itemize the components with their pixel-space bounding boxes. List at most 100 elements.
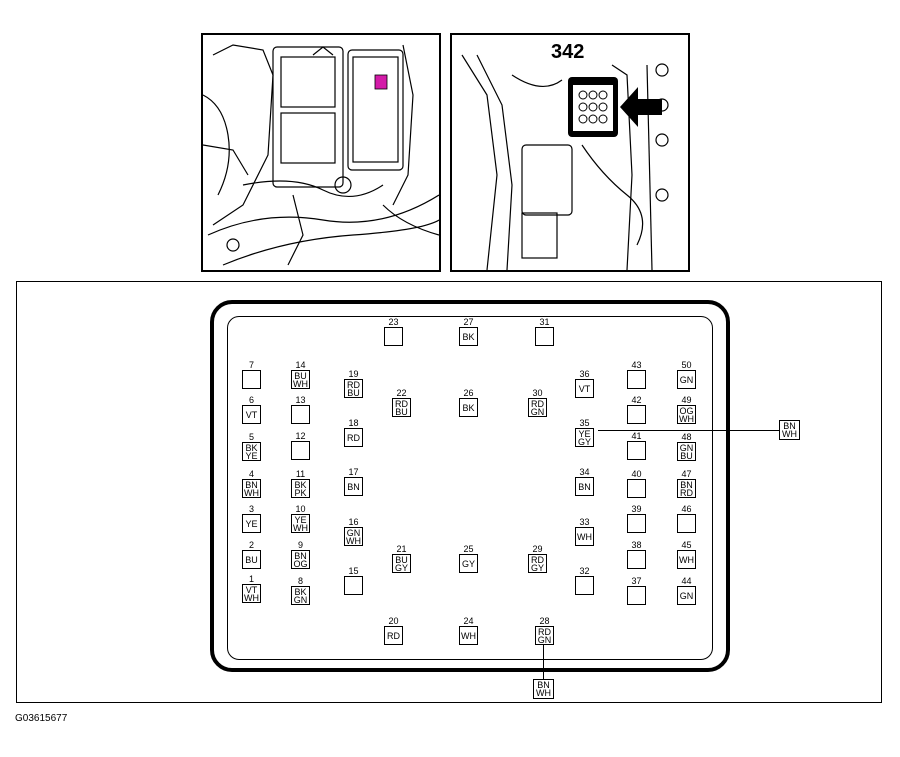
pin-number: 21 <box>396 544 407 554</box>
wire-color-code: GN <box>537 634 552 645</box>
pin-cavity: GN <box>677 370 696 389</box>
pin-number: 8 <box>297 576 303 586</box>
pin-cavity <box>627 586 646 605</box>
pin-number: 13 <box>295 395 306 405</box>
connector-housing <box>210 300 730 672</box>
wire-color-code: BU <box>294 370 307 381</box>
wire-color-code: VT <box>578 383 591 394</box>
pin-number: 11 <box>295 469 306 479</box>
pin-number: 10 <box>295 504 306 514</box>
wire-color-code: GY <box>577 436 591 447</box>
engine-compartment-illustration <box>203 44 439 266</box>
wire-color-code: WH <box>293 378 308 389</box>
pin-number: 28 <box>539 616 550 626</box>
wire-color-code: VT <box>245 409 258 420</box>
pin-cavity <box>627 370 646 389</box>
pin-cavity: BK <box>459 398 478 417</box>
pin-number: 50 <box>681 360 692 370</box>
wire-color-code: RD <box>531 554 544 565</box>
wire-color-code: BK <box>245 442 258 453</box>
pin-number: 7 <box>248 360 254 370</box>
pin-number: 31 <box>539 317 550 327</box>
wire-color-code: BN <box>680 479 693 490</box>
wire-color-code: GN <box>293 594 308 605</box>
wire-color-code: OG <box>679 405 694 416</box>
wire-color-code: WH <box>679 413 694 424</box>
pin-number: 47 <box>681 469 692 479</box>
wire-color-code: WH <box>244 592 259 603</box>
highlight-marker <box>374 74 388 90</box>
wire-color-code: BU <box>395 406 408 417</box>
pin-cavity <box>242 370 261 389</box>
connector-face <box>227 316 713 660</box>
pin-number: 38 <box>631 540 642 550</box>
wire-color-code: YE <box>245 518 258 529</box>
pin-cavity: VT <box>242 405 261 424</box>
wire-color-code: BK <box>294 586 307 597</box>
pin-number: 37 <box>631 576 642 586</box>
wire-color-code: WH <box>461 630 476 641</box>
pin-cavity: YE <box>242 514 261 533</box>
pin-number: 39 <box>631 504 642 514</box>
wire-color-code: YE <box>294 514 307 525</box>
wire-color-code: GY <box>530 562 544 573</box>
pin-number: 34 <box>579 467 590 477</box>
pin-cavity <box>627 479 646 498</box>
pin-number: 46 <box>681 504 692 514</box>
wire-color-code: RD <box>538 626 551 637</box>
pin-number: 18 <box>348 418 359 428</box>
pin-number: 22 <box>396 388 407 398</box>
pin-cavity: RD <box>384 626 403 645</box>
pin-number: 45 <box>681 540 692 550</box>
wire-color-code: WH <box>346 535 361 546</box>
pin-number: 25 <box>463 544 474 554</box>
pin-number: 12 <box>295 431 306 441</box>
pin-cavity <box>627 514 646 533</box>
pin-number: 4 <box>248 469 254 479</box>
pin-cavity <box>344 576 363 595</box>
pin-cavity: GY <box>459 554 478 573</box>
pin-cavity <box>575 576 594 595</box>
pin-number: 14 <box>295 360 306 370</box>
wire-color-code: GY <box>394 562 408 573</box>
pin-number: 3 <box>248 504 254 514</box>
pin-cavity: BU <box>242 550 261 569</box>
wire-color-code: BU <box>680 450 693 461</box>
pin-cavity: BK <box>459 327 478 346</box>
wire-color-code: WH <box>577 531 592 542</box>
pin-number: 36 <box>579 369 590 379</box>
wire-color-code: BK <box>294 479 307 490</box>
wire-color-code: BN <box>294 550 307 561</box>
pin-number: 43 <box>631 360 642 370</box>
pin-number: 16 <box>348 517 359 527</box>
wire-color-code: YE <box>245 450 258 461</box>
wire-color-code: YE <box>578 428 591 439</box>
pin-cavity <box>535 327 554 346</box>
pin-number: 33 <box>579 517 590 527</box>
pin-cavity: RD <box>344 428 363 447</box>
wire-color-code: VT <box>245 584 258 595</box>
location-photo-overview <box>201 33 441 272</box>
figure-id: G03615677 <box>15 713 68 724</box>
wire-color-code: BU <box>395 554 408 565</box>
pin-number: 1 <box>248 574 254 584</box>
pin-number: 6 <box>248 395 254 405</box>
wire-color-code: RD <box>347 432 360 443</box>
wire-color-code: GN <box>679 374 694 385</box>
pin-number: 24 <box>463 616 474 626</box>
arrow-icon <box>620 87 662 127</box>
pin-number: 20 <box>388 616 399 626</box>
